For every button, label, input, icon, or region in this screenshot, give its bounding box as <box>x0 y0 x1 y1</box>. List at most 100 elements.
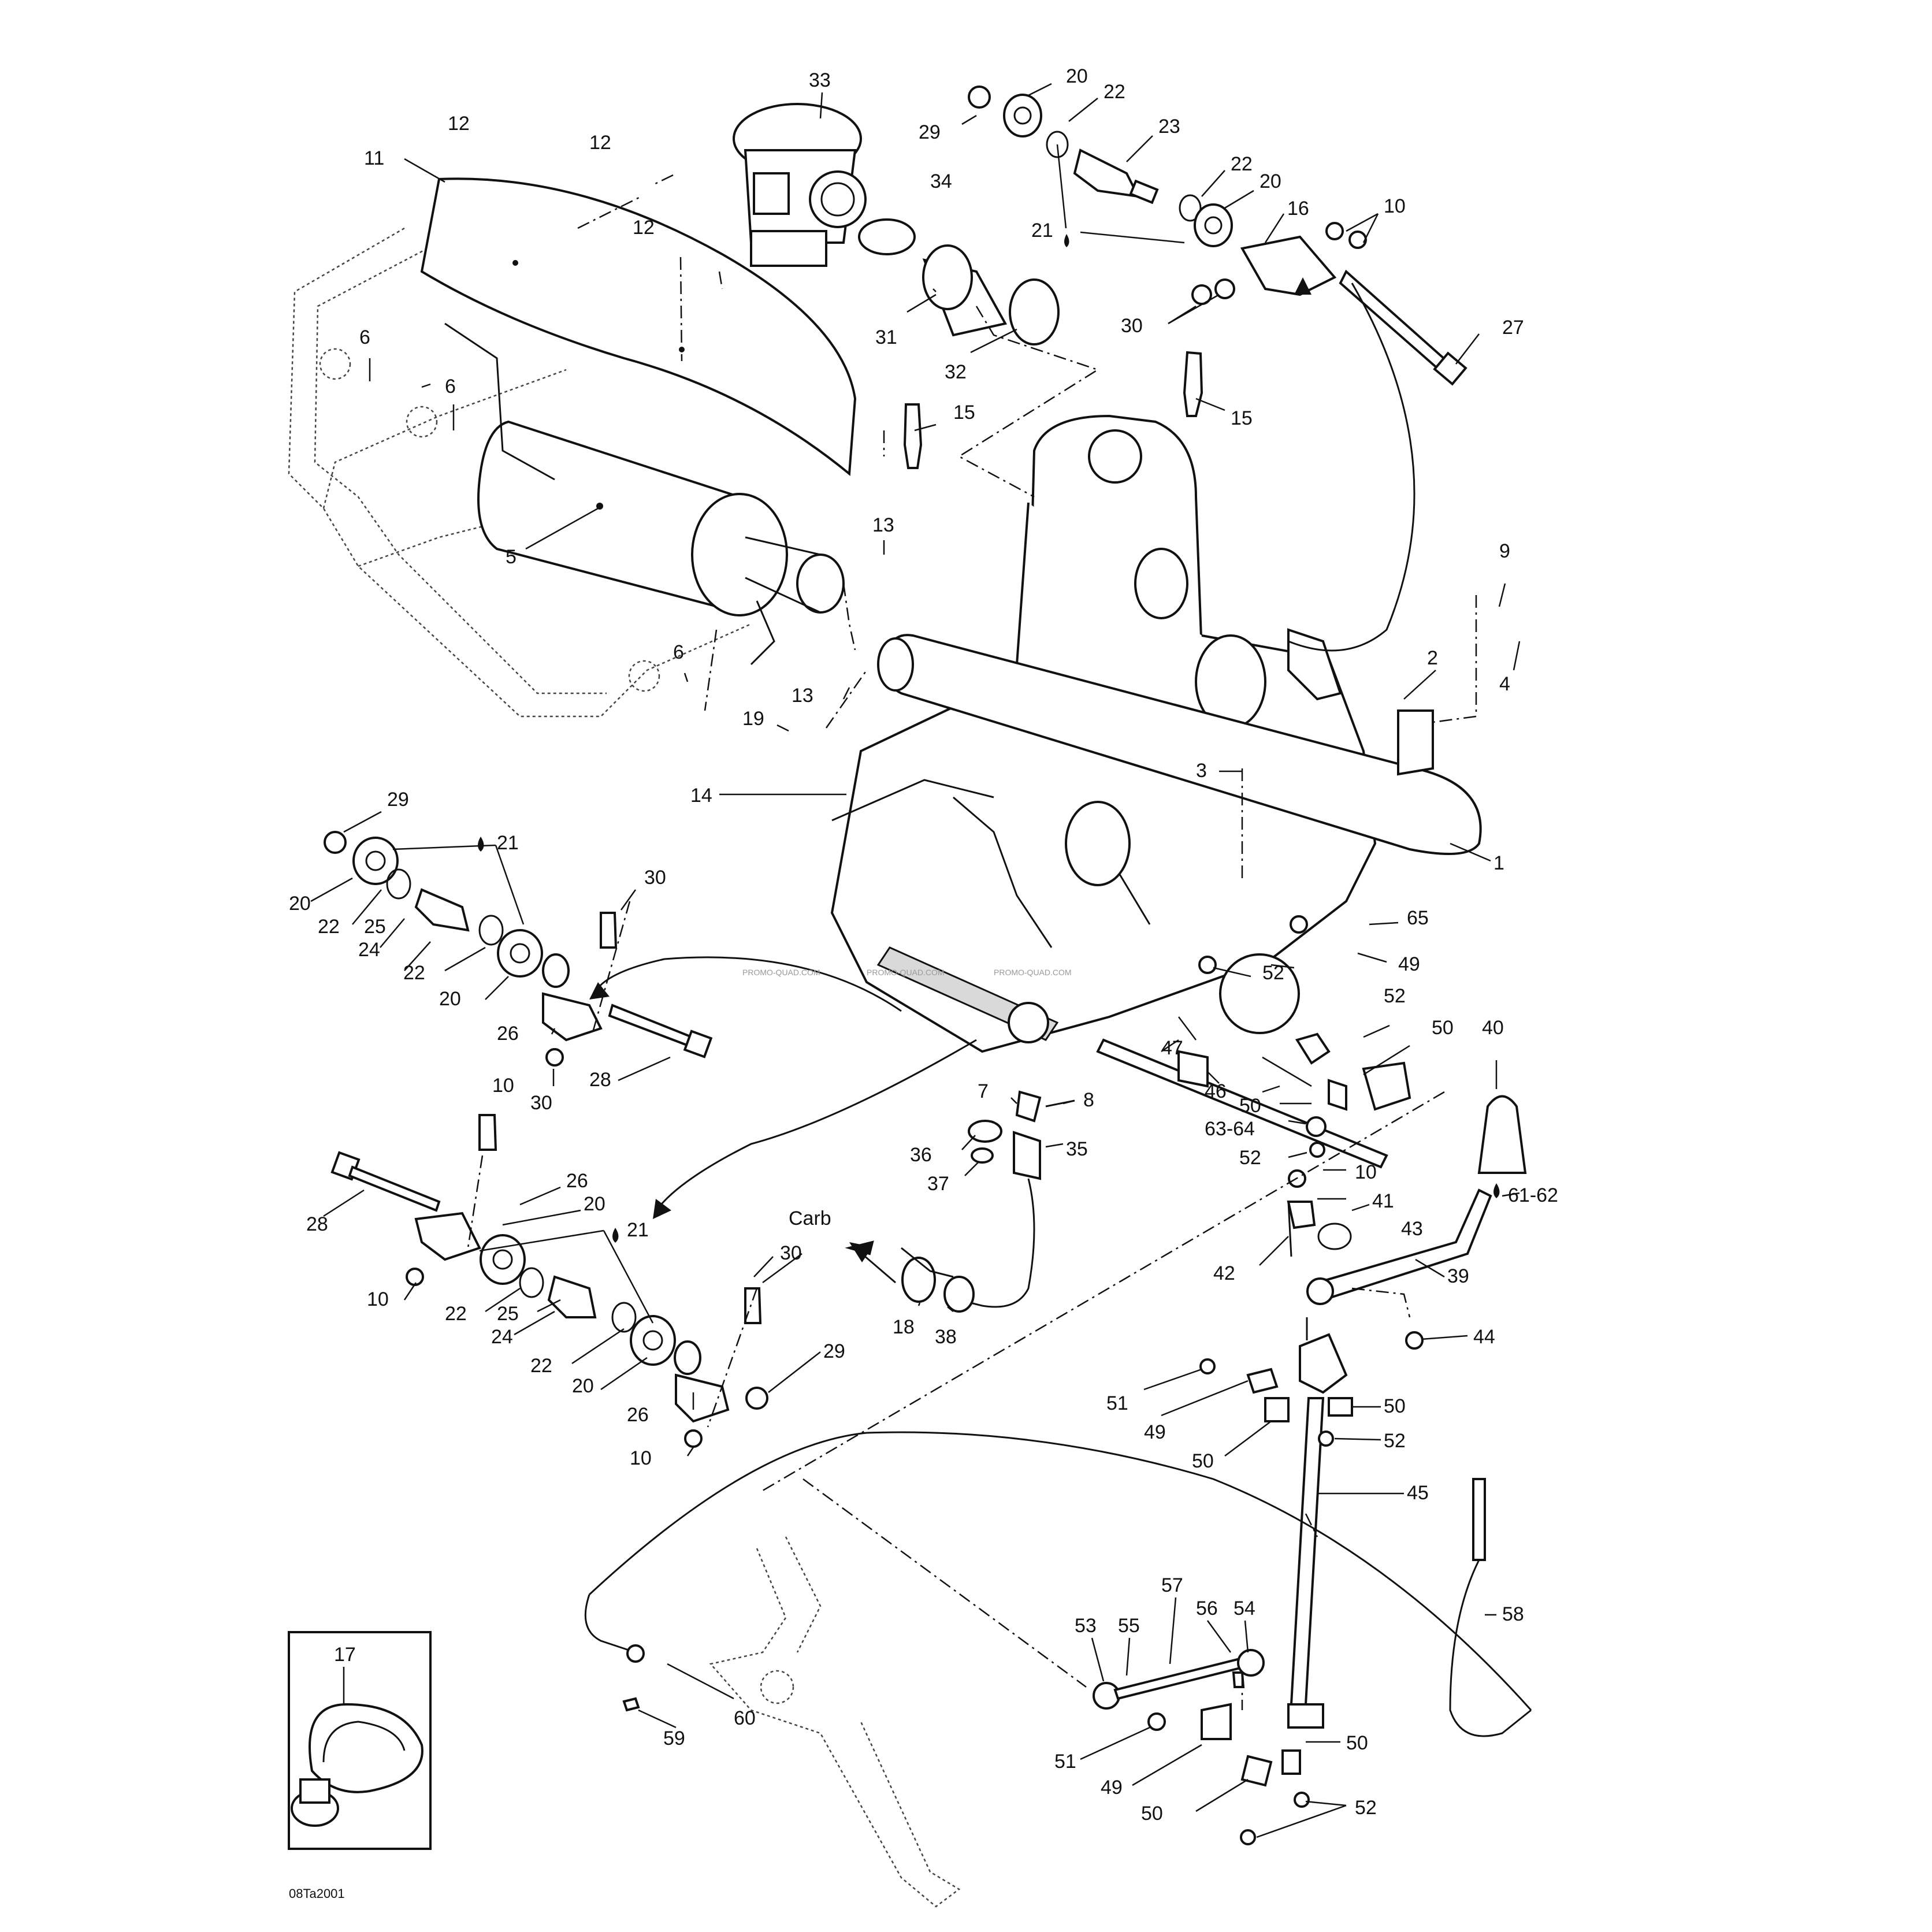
label-24: 24 <box>358 939 380 961</box>
label-28: 28 <box>306 1213 328 1235</box>
label-20: 20 <box>584 1193 605 1215</box>
label-25: 25 <box>497 1303 519 1325</box>
label-43: 43 <box>1401 1218 1423 1240</box>
label-29: 29 <box>919 121 941 143</box>
label-6: 6 <box>359 326 370 348</box>
label-45: 45 <box>1407 1482 1429 1504</box>
label-52: 52 <box>1384 985 1406 1007</box>
label-57: 57 <box>1161 1574 1183 1596</box>
label-20: 20 <box>289 893 311 915</box>
label-53: 53 <box>1075 1615 1097 1637</box>
label-26: 26 <box>566 1170 588 1192</box>
label-30: 30 <box>780 1242 802 1264</box>
guide-lines <box>421 174 1477 1710</box>
label-50: 50 <box>1141 1803 1163 1825</box>
label-42: 42 <box>1213 1262 1235 1284</box>
label-16: 16 <box>1287 198 1309 220</box>
label-26: 26 <box>627 1404 649 1426</box>
label-32: 32 <box>945 361 967 383</box>
label-30: 30 <box>530 1092 552 1114</box>
heat-shield <box>420 177 857 476</box>
label-15: 15 <box>1231 407 1253 429</box>
label-34: 34 <box>930 170 952 192</box>
shift-linkage <box>1096 915 1527 1845</box>
inset-part-17 <box>288 1631 432 1850</box>
label-60: 60 <box>734 1707 756 1729</box>
frame-outline <box>288 227 752 718</box>
label-20: 20 <box>439 988 461 1010</box>
label-30: 30 <box>1121 315 1143 337</box>
label-38: 38 <box>935 1326 957 1348</box>
label-10: 10 <box>630 1447 652 1469</box>
label-22: 22 <box>530 1355 552 1377</box>
label-17: 17 <box>334 1644 356 1666</box>
label-50: 50 <box>1384 1395 1406 1417</box>
label-30: 30 <box>644 867 666 889</box>
label-15: 15 <box>953 402 975 423</box>
label-21: 21 <box>1031 220 1053 242</box>
label-7: 7 <box>978 1080 989 1102</box>
label-49: 49 <box>1144 1421 1166 1443</box>
label-56: 56 <box>1196 1597 1218 1619</box>
label-10: 10 <box>367 1288 389 1310</box>
label-10: 10 <box>492 1075 514 1097</box>
label-39: 39 <box>1447 1265 1469 1287</box>
label-13: 13 <box>792 685 813 707</box>
engine-mount-left-upper <box>324 831 713 1067</box>
watermark-3: PROMO-QUAD.COM <box>994 968 1072 977</box>
label-61-62: 61-62 <box>1508 1184 1558 1206</box>
label-29: 29 <box>387 789 409 811</box>
label-12: 12 <box>633 217 655 239</box>
label-49: 49 <box>1398 953 1420 975</box>
label-52: 52 <box>1384 1430 1406 1452</box>
label-50: 50 <box>1239 1095 1261 1117</box>
watermark-1: PROMO-QUAD.COM <box>742 968 820 977</box>
label-22: 22 <box>445 1303 467 1325</box>
label-24: 24 <box>491 1326 513 1348</box>
label-20: 20 <box>1259 170 1281 192</box>
label-19: 19 <box>742 708 764 730</box>
label-8: 8 <box>1083 1089 1094 1111</box>
label-50: 50 <box>1432 1017 1454 1039</box>
label-35: 35 <box>1066 1138 1088 1160</box>
muffler <box>444 322 845 666</box>
label-33: 33 <box>809 69 831 91</box>
label-1: 1 <box>1493 852 1504 874</box>
label-12: 12 <box>589 132 611 154</box>
leader-lines <box>310 83 1521 1838</box>
label-51: 51 <box>1106 1392 1128 1414</box>
label-59: 59 <box>663 1727 685 1749</box>
label-40: 40 <box>1482 1017 1504 1039</box>
label-11: 11 <box>364 147 384 169</box>
label-54: 54 <box>1233 1597 1255 1619</box>
label-22: 22 <box>1104 81 1125 103</box>
label-9: 9 <box>1499 540 1510 562</box>
label-22: 22 <box>1231 153 1253 175</box>
label-49: 49 <box>1101 1777 1123 1799</box>
lubricant-markers <box>478 837 1500 1243</box>
label-6: 6 <box>445 376 456 397</box>
label-10: 10 <box>1384 195 1406 217</box>
label-21: 21 <box>497 832 519 854</box>
carburetor <box>733 103 867 267</box>
drawing-code: 08Ta2001 <box>289 1886 345 1901</box>
label-29: 29 <box>823 1340 845 1362</box>
label-22: 22 <box>403 962 425 984</box>
label-55: 55 <box>1118 1615 1140 1637</box>
label-52: 52 <box>1355 1797 1377 1819</box>
label-22: 22 <box>318 916 340 938</box>
intake-boot-clamps <box>858 218 1060 345</box>
watermark-2: PROMO-QUAD.COM <box>867 968 945 977</box>
label-50: 50 <box>1346 1732 1368 1754</box>
label-36: 36 <box>910 1144 932 1166</box>
label-52: 52 <box>1239 1147 1261 1169</box>
label-26: 26 <box>497 1023 519 1045</box>
cable-and-brake-pedal <box>584 1431 1532 1908</box>
label-10: 10 <box>1355 1161 1377 1183</box>
label-23: 23 <box>1158 116 1180 138</box>
shift-rod <box>1093 1649 1265 1710</box>
label-51: 51 <box>1054 1751 1076 1773</box>
label-20: 20 <box>1066 65 1088 87</box>
sensor-harness <box>901 1090 1075 1313</box>
label-27: 27 <box>1502 317 1524 339</box>
